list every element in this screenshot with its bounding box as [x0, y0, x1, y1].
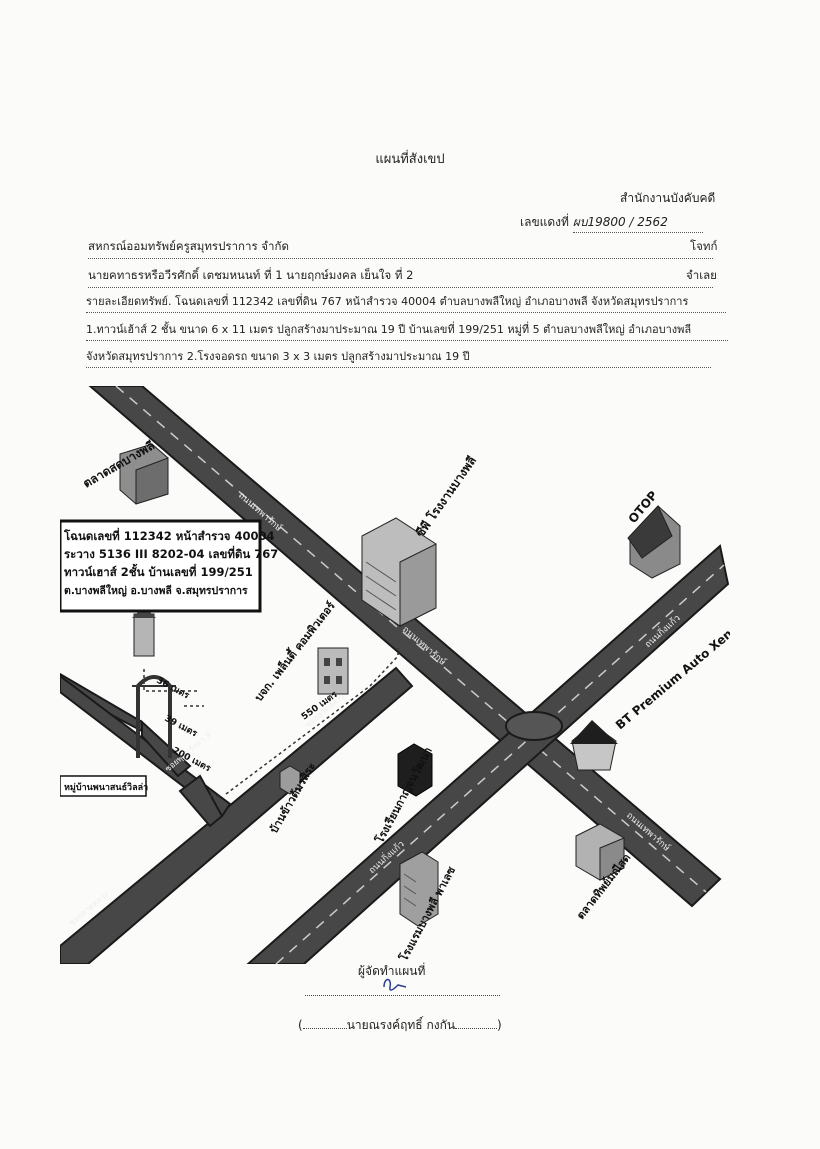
case-number-label: เลขแดงที่ [520, 215, 569, 229]
property-line-2: 1.ทาวน์เฮ้าส์ 2 ชั้น ขนาด 6 x 11 เมตร ปล… [86, 320, 728, 341]
signature-title: ผู้จัดทำแผนที่ [358, 964, 426, 978]
village-label-box: หมู่บ้านพนาสนธ์วิลล่า [60, 775, 148, 797]
plaintiff-line: สหกรณ์ออมทรัพย์ครูสมุทรปราการ จำกัด [88, 238, 713, 259]
defendant-line: นายคทาธรหรือวีรศักดิ์ เตชมหนนท์ ที่ 1 นา… [88, 267, 713, 288]
bangphli-hotel-building [399, 851, 439, 927]
property-line-1: รายละเอียดทรัพย์. โฉนดเลขที่ 112342 เลขท… [86, 292, 726, 313]
road-soi-ladluang [60, 666, 414, 964]
computer-shop-building [317, 647, 349, 695]
signer-name: นายณรงค์ฤทธิ์ กงกัน [346, 1018, 456, 1032]
bt-premium-building [570, 720, 618, 771]
distance-39: 39 เมตร [163, 714, 199, 740]
road-kingkaew [246, 544, 730, 964]
property-line-3: จังหวัดสมุทรปราการ 2.โรงจอดรถ ขนาด 3 x 3… [86, 347, 711, 368]
plaintiff-role: โจทก์ [690, 239, 718, 253]
info-box-line-1: โฉนดเลขที่ 112342 หน้าสำรวจ 40004 [63, 527, 275, 543]
label-cp-factory: ซีพี โรงงานบางพลี [412, 453, 479, 540]
road-thepharak [88, 386, 722, 908]
signature-line [305, 995, 500, 996]
road-village-soi [60, 672, 232, 828]
route-line [143, 648, 399, 797]
otop-house [627, 505, 681, 579]
distance-36: 36 เมตร [155, 676, 191, 702]
info-box-line-3: ทาวน์เฮาส์ 2ชั้น บ้านเลขที่ 199/251 [64, 563, 253, 579]
market-right-building [575, 823, 625, 881]
location-map: โฉนดเลขที่ 112342 หน้าสำรวจ 40004 ระวาง … [60, 386, 730, 964]
case-number-row: เลขแดงที่ ผบ19800 / 2562 [520, 213, 703, 233]
office-name: สำนักงานบังคับคดี [620, 191, 716, 205]
signature-mark [383, 978, 407, 991]
intersection [505, 711, 563, 741]
sukhothai-house-building [279, 765, 301, 795]
case-number-value: ผบ19800 / 2562 [572, 213, 703, 233]
info-box-line-4: ต.บางพลีใหญ่ อ.บางพลี จ.สมุทรปราการ [64, 583, 248, 598]
info-box: โฉนดเลขที่ 112342 หน้าสำรวจ 40004 ระวาง … [60, 519, 278, 613]
cp-factory-building [361, 517, 437, 627]
info-box-line-2: ระวาง 5136 III 8202-04 เลขที่ดิน 767 [64, 545, 278, 561]
market-bangphli-building [119, 443, 169, 505]
defendant-role: จำเลย [686, 268, 717, 282]
kanchanawatana-school-building [397, 743, 433, 797]
target-townhouse [132, 606, 156, 657]
signer-open-paren: ( [298, 1018, 303, 1032]
village-label: หมู่บ้านพนาสนธ์วิลล่า [64, 781, 148, 793]
signer-close-paren: ) [497, 1018, 502, 1032]
village-gate [132, 675, 176, 758]
signer-name-row: ( นายณรงค์ฤทธิ์ กงกัน) [298, 1016, 502, 1035]
document-title: แผนที่สังเขป [375, 152, 445, 167]
